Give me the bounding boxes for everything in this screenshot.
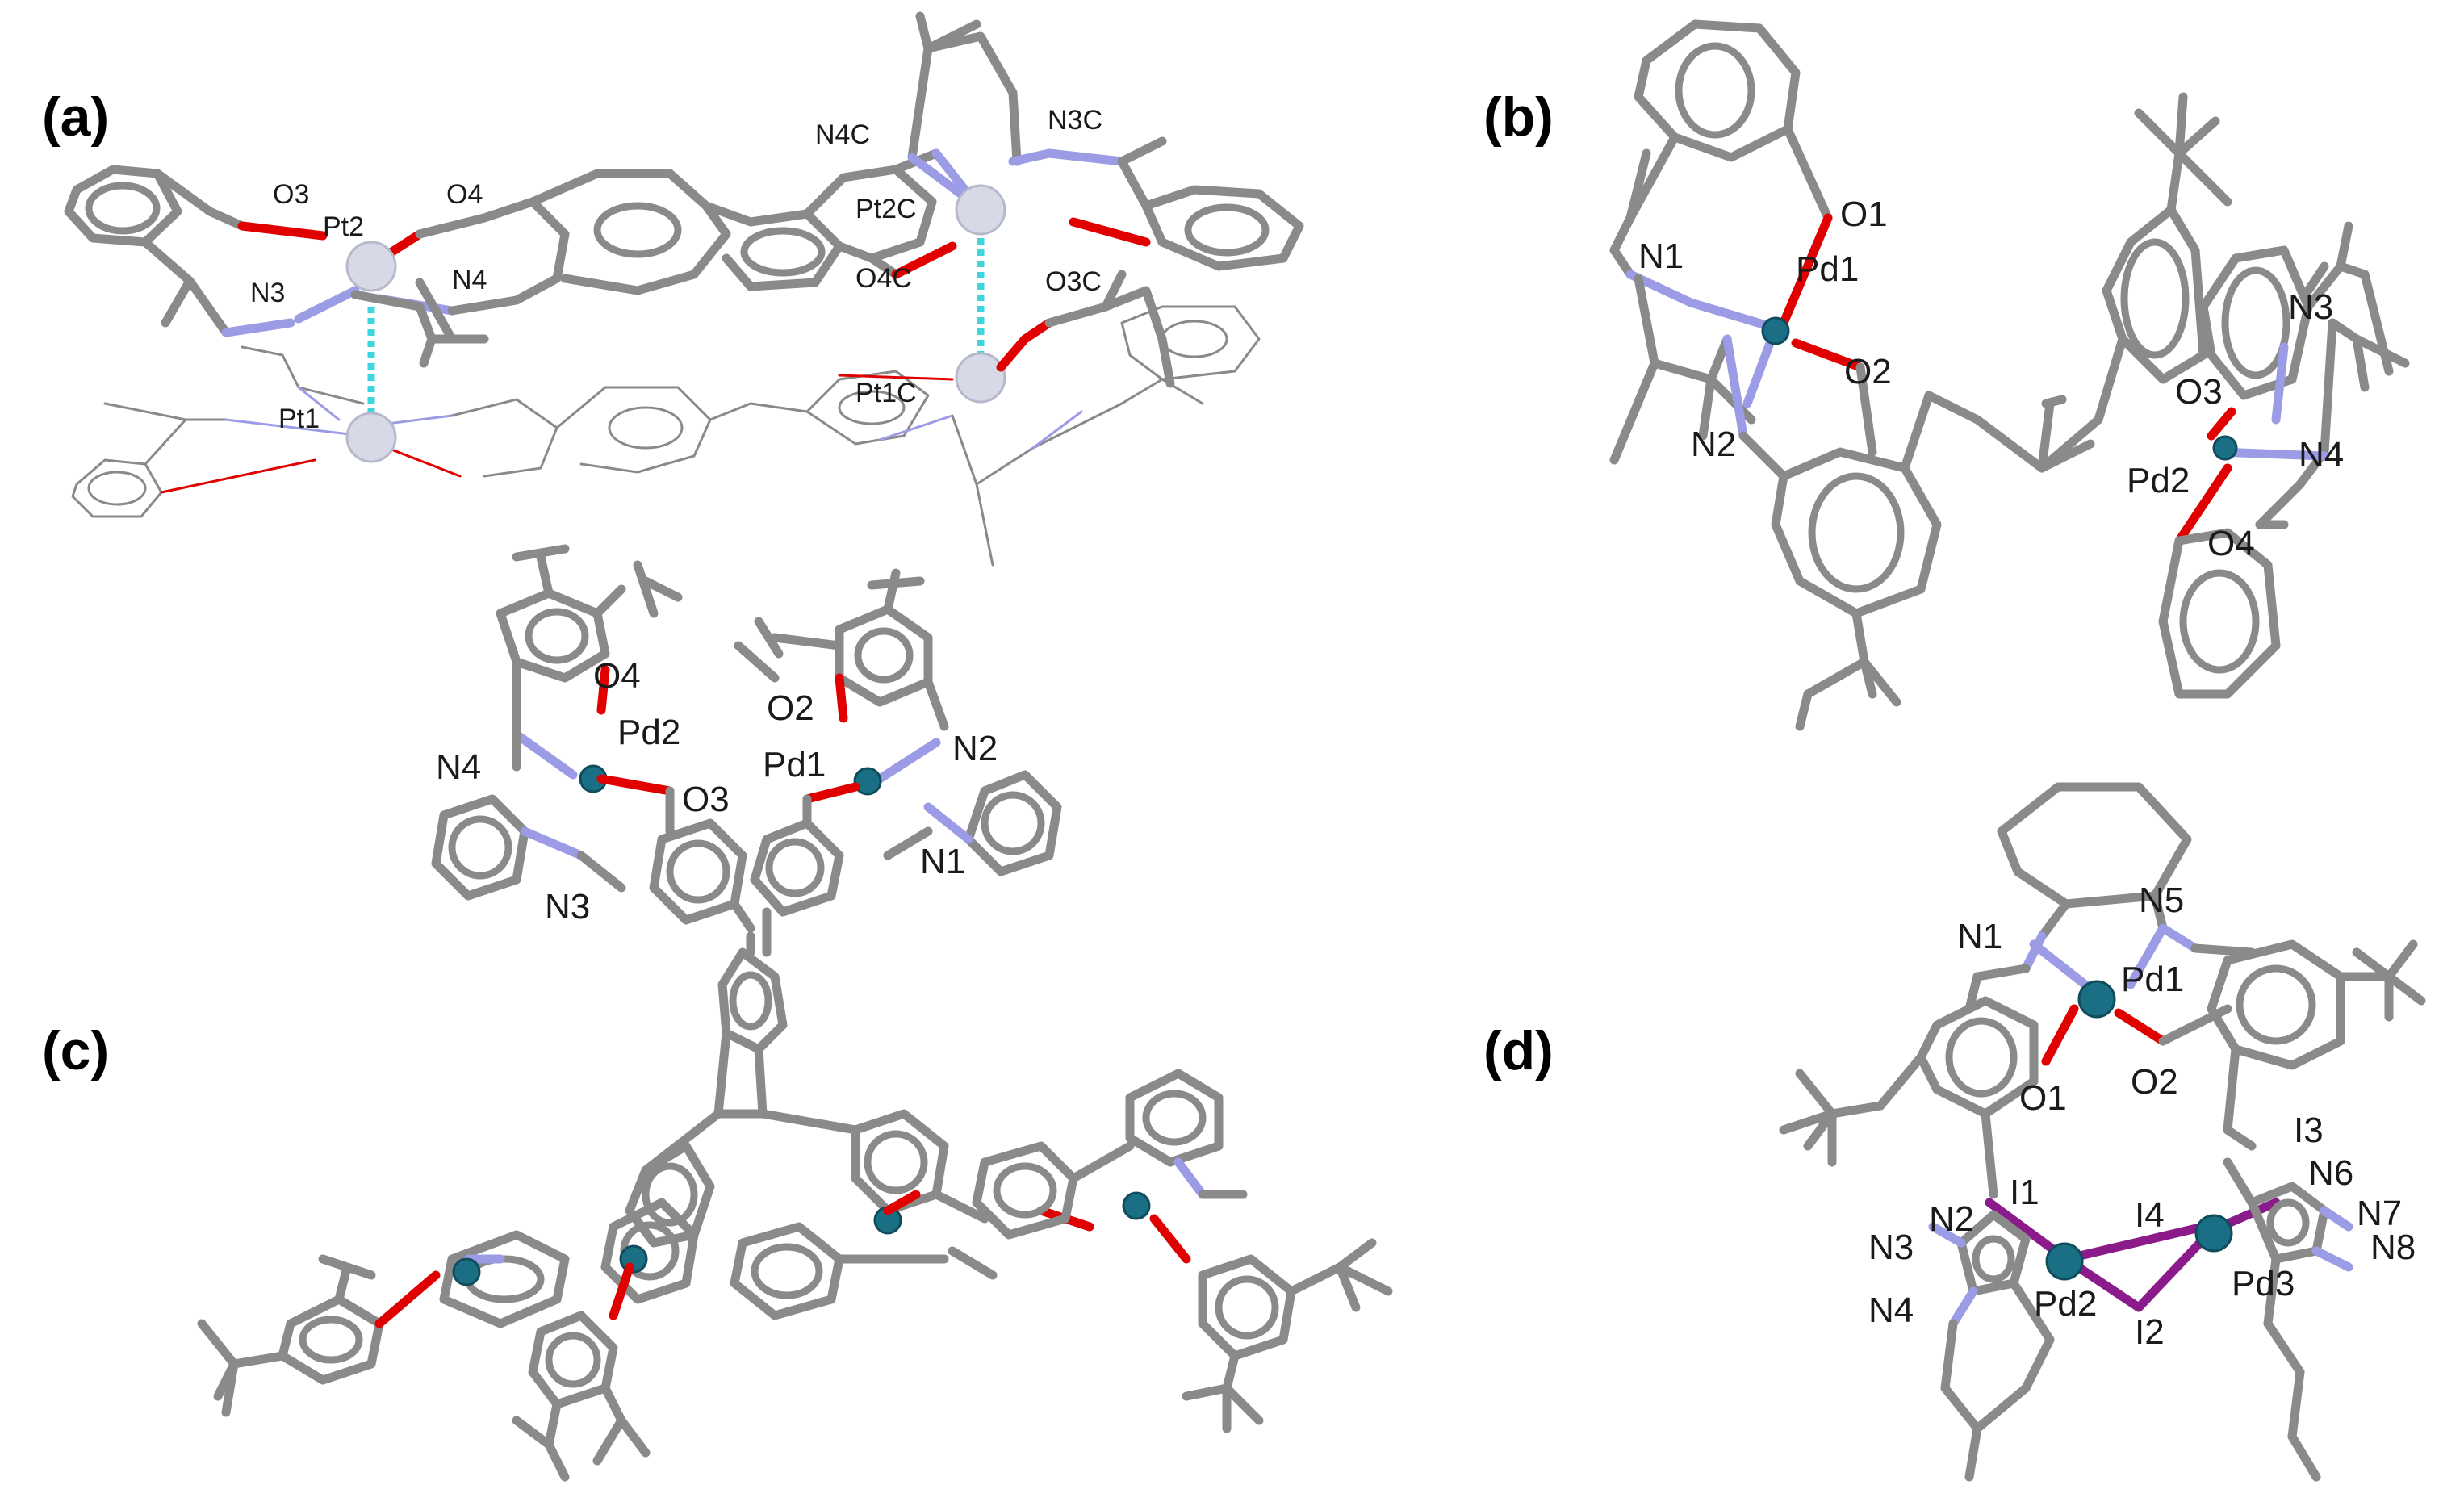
- label-c-o3: O3: [682, 780, 730, 819]
- panel-a: (a): [42, 11, 1304, 567]
- label-c-o4: O4: [593, 656, 641, 696]
- label-d-i1: I1: [2010, 1173, 2039, 1212]
- pd1-atom-b: [1761, 316, 1790, 345]
- label-c-pd2: Pd2: [617, 713, 680, 752]
- label-b-pd1: Pd1: [1796, 249, 1859, 289]
- label-d-n8: N8: [2370, 1228, 2416, 1267]
- label-d-pd2: Pd2: [2034, 1284, 2097, 1324]
- pd1-atom-d: [2077, 980, 2116, 1019]
- label-a-pt2c: Pt2C: [855, 194, 917, 224]
- label-d-o2: O2: [2131, 1062, 2178, 1102]
- label-a-o3: O3: [273, 179, 309, 210]
- panel-d-label: (d): [1483, 1020, 1554, 1081]
- label-d-n3: N3: [1868, 1228, 1914, 1267]
- label-a-o4c: O4C: [855, 263, 912, 294]
- panel-a-atom-labels: O3 Pt2 O4 N3 N4 N4C N3C Pt2C O4C O3C Pt1…: [250, 105, 1102, 434]
- panel-d-molecule: [1779, 782, 2426, 1482]
- panel-c: (c): [42, 544, 1393, 1482]
- label-d-i2: I2: [2135, 1312, 2165, 1352]
- panel-c-molecule: [197, 544, 1393, 1482]
- pd-atom-c-br2: [1122, 1191, 1151, 1220]
- label-b-o2: O2: [1844, 352, 1892, 391]
- pt1-atom: [345, 412, 397, 463]
- label-d-i4: I4: [2135, 1195, 2165, 1235]
- panel-a-upper-molecule: [64, 11, 1304, 428]
- label-b-n2: N2: [1691, 425, 1736, 464]
- pd2-atom-d: [2045, 1242, 2084, 1281]
- label-a-pt2: Pt2: [323, 211, 364, 242]
- panel-c-label: (c): [42, 1020, 109, 1081]
- label-b-pd2: Pd2: [2127, 461, 2190, 500]
- panel-a-label: (a): [42, 86, 109, 148]
- label-a-o4: O4: [446, 179, 483, 210]
- pt2-atom: [345, 241, 397, 292]
- label-a-n3: N3: [250, 278, 285, 308]
- pd3-atom-d: [2194, 1214, 2233, 1253]
- label-d-n2: N2: [1929, 1199, 1974, 1239]
- label-a-o3c: O3C: [1045, 266, 1102, 297]
- panel-b-molecule: [1609, 19, 2410, 731]
- label-a-n3c: N3C: [1048, 105, 1102, 136]
- panel-c-atom-labels: O4 Pd2 N4 O3 N3 O2 N2 Pd1 N1: [436, 656, 998, 927]
- label-a-n4: N4: [452, 265, 487, 295]
- label-b-n4: N4: [2299, 435, 2344, 475]
- label-d-n6: N6: [2308, 1153, 2353, 1193]
- pd2-atom-b: [2212, 435, 2238, 461]
- label-c-n2: N2: [952, 729, 998, 768]
- panel-b: (b): [1483, 19, 2410, 731]
- label-c-n3: N3: [545, 887, 590, 927]
- pd1-atom-c: [853, 767, 882, 796]
- label-d-i3: I3: [2294, 1111, 2324, 1150]
- label-d-n4: N4: [1868, 1290, 1914, 1330]
- label-c-n1: N1: [920, 842, 965, 881]
- label-a-pt1c: Pt1C: [855, 378, 917, 408]
- label-a-n4c: N4C: [815, 119, 870, 150]
- pd-atom-c-bl1: [452, 1257, 481, 1286]
- pt1c-atom: [955, 352, 1006, 404]
- label-d-pd1: Pd1: [2121, 960, 2184, 999]
- label-d-n7: N7: [2357, 1194, 2402, 1233]
- label-d-o1: O1: [2019, 1078, 2067, 1118]
- label-c-n4: N4: [436, 747, 481, 787]
- label-c-o2: O2: [767, 688, 814, 728]
- label-b-n1: N1: [1638, 236, 1684, 276]
- label-c-pd1: Pd1: [763, 745, 826, 784]
- pt2c-atom: [955, 184, 1006, 236]
- label-b-n3: N3: [2288, 287, 2333, 327]
- label-b-o3: O3: [2175, 372, 2223, 412]
- label-d-n1: N1: [1957, 917, 2002, 956]
- panel-b-atom-labels: O1 N1 Pd1 O2 N2 N3 O3 N4 Pd2 O4: [1638, 195, 2344, 563]
- panel-a-lower-molecule: [71, 270, 1261, 567]
- panel-d: (d): [1483, 782, 2426, 1482]
- label-d-n5: N5: [2139, 881, 2184, 920]
- label-b-o1: O1: [1840, 195, 1888, 234]
- label-a-pt1: Pt1: [278, 404, 320, 434]
- label-d-pd3: Pd3: [2232, 1264, 2295, 1303]
- label-b-o4: O4: [2207, 524, 2255, 563]
- panel-b-label: (b): [1483, 86, 1554, 148]
- panel-d-atom-labels: N5 N1 Pd1 O1 O2 I3 I1 N6 N2 I4 N7 N3 N8 …: [1868, 881, 2416, 1352]
